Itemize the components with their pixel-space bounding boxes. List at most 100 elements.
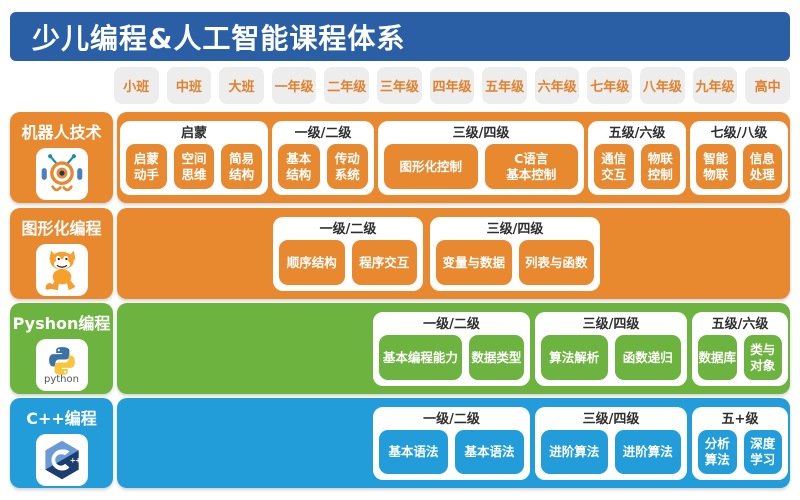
chip-list: 进阶算法 进阶算法: [541, 430, 681, 474]
track-band-robotics: 启蒙 启蒙 动手 空间 思维 简易 结构 一级/二级 基本 结构 传动 系统 三…: [117, 112, 790, 203]
level-label: 三级/四级: [452, 126, 510, 141]
course-chip: 智能 物联: [696, 144, 736, 189]
course-chip: 基本语法: [379, 430, 448, 474]
track-title: Pyshon编程: [12, 314, 111, 333]
grade-button: 大班: [219, 67, 264, 104]
level-label: 三级/四级: [486, 222, 544, 237]
chip-list: 智能 物联 信息 处理: [696, 144, 782, 189]
course-chip: 信息 处理: [742, 144, 782, 189]
level-group: 五+级 分析 算法 深度 学习: [692, 407, 788, 480]
course-chip: C语言 基本控制: [484, 144, 578, 189]
course-chip: 简易 结构: [221, 144, 263, 189]
cpp-icon: ++: [35, 434, 88, 486]
level-group: 三级/四级 进阶算法 进阶算法: [535, 407, 687, 480]
track-title: 图形化编程: [21, 219, 102, 238]
svg-text:+: +: [75, 457, 81, 465]
chip-list: 图形化控制 C语言 基本控制: [384, 144, 578, 189]
course-chip: 启蒙 动手: [126, 144, 167, 189]
grade-button: 高中: [745, 67, 790, 104]
course-chip: 函数递归: [614, 335, 681, 380]
level-group: 一级/二级 顺序结构 程序交互: [273, 217, 423, 291]
course-chip: 图形化控制: [384, 144, 478, 189]
chip-list: 顺序结构 程序交互: [279, 240, 417, 285]
grade-button: 三年级: [377, 67, 422, 104]
robot-icon: [35, 148, 88, 200]
course-chip: 基本编程能力: [379, 335, 462, 380]
grade-button: 七年级: [587, 67, 633, 104]
python-icon: python: [35, 339, 88, 391]
track-scratch: 图形化编程: [10, 208, 790, 299]
track-robotics: 机器人技术 启蒙: [10, 112, 790, 203]
level-label: 七级/八级: [710, 126, 768, 141]
level-group: 三级/四级 算法解析 函数递归: [535, 312, 687, 386]
level-label: 五级/六级: [711, 317, 769, 332]
grade-row: 小班 中班 大班 一年级 二年级 三年级 四年级 五年级 六年级 七年级 八年级…: [114, 67, 790, 104]
course-chip: 空间 思维: [173, 144, 215, 189]
chip-list: 分析 算法 深度 学习: [698, 430, 782, 474]
grade-button: 四年级: [429, 67, 475, 104]
course-chip: 程序交互: [351, 240, 417, 285]
course-chip: 基本 结构: [278, 144, 320, 189]
level-group: 三级/四级 变量与数据 列表与函数: [430, 217, 600, 291]
course-chip: 变量与数据: [436, 240, 512, 285]
course-chip: 数据库: [698, 335, 737, 380]
course-chip: 列表与函数: [518, 240, 594, 285]
course-chip: 类与 对象: [743, 335, 782, 380]
course-chip: 顺序结构: [279, 240, 345, 285]
track-label-cpp: C++编程 ++: [10, 398, 113, 488]
grade-button: 八年级: [640, 67, 685, 104]
track-label-python: Pyshon编程 python: [10, 303, 113, 394]
course-chip: 物联 控制: [640, 144, 680, 189]
course-chip: 传动 系统: [326, 144, 368, 189]
track-title: 机器人技术: [21, 123, 102, 142]
track-band-python: 一级/二级 基本编程能力 数据类型 三级/四级 算法解析 函数递归 五级/六级 …: [117, 303, 790, 394]
level-label: 五级/六级: [608, 126, 666, 141]
course-chip: 数据类型: [468, 335, 524, 380]
chip-list: 基本编程能力 数据类型: [379, 335, 524, 380]
level-label: 三级/四级: [582, 412, 640, 427]
chip-list: 启蒙 动手 空间 思维 简易 结构: [126, 144, 263, 189]
grade-button: 五年级: [482, 67, 527, 104]
grade-button: 一年级: [271, 67, 317, 104]
python-wordmark: python: [44, 374, 79, 385]
level-group: 五级/六级 数据库 类与 对象: [692, 312, 788, 386]
track-title: C++编程: [26, 409, 97, 428]
course-chip: 进阶算法: [614, 430, 681, 474]
course-chip: 通信 交互: [594, 144, 634, 189]
level-label: 一级/二级: [294, 126, 352, 141]
chip-list: 数据库 类与 对象: [698, 335, 782, 380]
chip-list: 通信 交互 物联 控制: [594, 144, 680, 189]
level-group: 七级/八级 智能 物联 信息 处理: [690, 121, 788, 195]
level-label: 一级/二级: [319, 222, 377, 237]
level-group: 一级/二级 基本 结构 传动 系统: [272, 121, 374, 195]
chip-list: 算法解析 函数递归: [541, 335, 681, 380]
level-group: 一级/二级 基本编程能力 数据类型: [373, 312, 530, 386]
course-chip: 进阶算法: [541, 430, 608, 474]
grade-button: 二年级: [324, 67, 370, 104]
level-label: 三级/四级: [582, 317, 640, 332]
level-group: 五级/六级 通信 交互 物联 控制: [588, 121, 686, 195]
course-chip: 分析 算法: [698, 430, 737, 474]
course-chip: 深度 学习: [743, 430, 782, 474]
grade-button: 九年级: [692, 67, 738, 104]
level-group: 一级/二级 基本语法 基本语法: [373, 407, 530, 480]
grade-button: 六年级: [534, 67, 580, 104]
grade-button: 小班: [114, 67, 159, 104]
chip-list: 基本 结构 传动 系统: [278, 144, 368, 189]
track-python: Pyshon编程 python 一级/二级 基本编程能力 数据类型 三级/四级: [10, 303, 790, 394]
track-cpp: C++编程 ++ 一级/二级 基本语法 基本语法: [10, 398, 790, 488]
level-group: 三级/四级 图形化控制 C语言 基本控制: [378, 121, 584, 195]
track-label-scratch: 图形化编程: [10, 208, 113, 299]
course-chip: 算法解析: [541, 335, 608, 380]
level-label: 五+级: [721, 412, 759, 427]
level-label: 启蒙: [180, 126, 207, 141]
page-title: 少儿编程&人工智能课程体系: [32, 21, 406, 55]
grade-button: 中班: [166, 67, 212, 104]
chip-list: 变量与数据 列表与函数: [436, 240, 594, 285]
track-band-cpp: 一级/二级 基本语法 基本语法 三级/四级 进阶算法 进阶算法 五+级 分析 算…: [117, 398, 790, 488]
level-label: 一级/二级: [423, 412, 480, 427]
page-title-bar: 少儿编程&人工智能课程体系: [10, 12, 790, 61]
level-label: 一级/二级: [423, 317, 480, 332]
chip-list: 基本语法 基本语法: [379, 430, 524, 474]
